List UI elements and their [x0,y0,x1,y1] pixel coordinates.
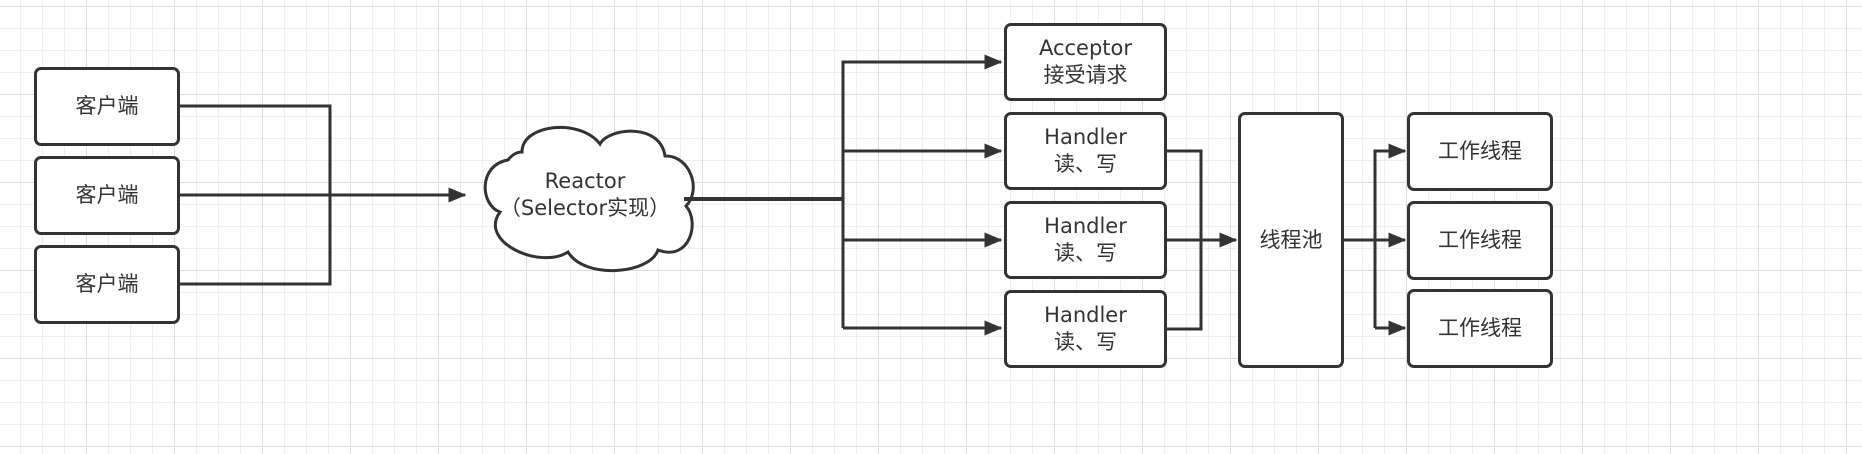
client-box: 客户端 [34,245,180,324]
client-label: 客户端 [75,183,139,207]
handler-title: Handler [1044,125,1127,149]
worker-thread-box: 工作线程 [1407,289,1553,368]
handler-subtitle: 读、写 [1054,330,1117,354]
handler-box: Handler 读、写 [1004,112,1167,190]
handler-title: Handler [1044,214,1127,238]
acceptor-box: Acceptor 接受请求 [1004,23,1167,101]
handler-subtitle: 读、写 [1054,241,1117,265]
client-label: 客户端 [75,272,139,296]
reactor-cloud-shape [483,125,695,272]
reactor-subtitle: （Selector实现） [499,196,671,220]
handler-box: Handler 读、写 [1004,290,1167,368]
client-box: 客户端 [34,67,180,146]
acceptor-subtitle: 接受请求 [1043,63,1128,87]
reactor-to-handlers-connector [684,54,1003,336]
handlers-to-pool-connector [1165,149,1238,331]
acceptor-title: Acceptor [1038,36,1133,60]
worker-thread-box: 工作线程 [1407,112,1553,191]
diagram-canvas [178,54,1407,336]
reactor-title: Reactor [544,169,626,193]
thread-pool-label: 线程池 [1259,227,1323,252]
worker-thread-label: 工作线程 [1438,139,1522,163]
handler-box: Handler 读、写 [1004,201,1167,279]
handler-title: Handler [1044,303,1127,327]
client-box: 客户端 [34,156,180,235]
clients-to-reactor-connector [178,104,467,286]
worker-thread-box: 工作线程 [1407,201,1553,280]
thread-pool-box: 线程池 [1238,112,1344,368]
pool-to-workers-connector [1342,143,1407,336]
client-label: 客户端 [75,94,139,118]
worker-thread-label: 工作线程 [1438,316,1522,340]
reactor-label: Reactor （Selector实现） [480,168,690,222]
handler-subtitle: 读、写 [1054,152,1117,176]
worker-thread-label: 工作线程 [1438,228,1522,252]
